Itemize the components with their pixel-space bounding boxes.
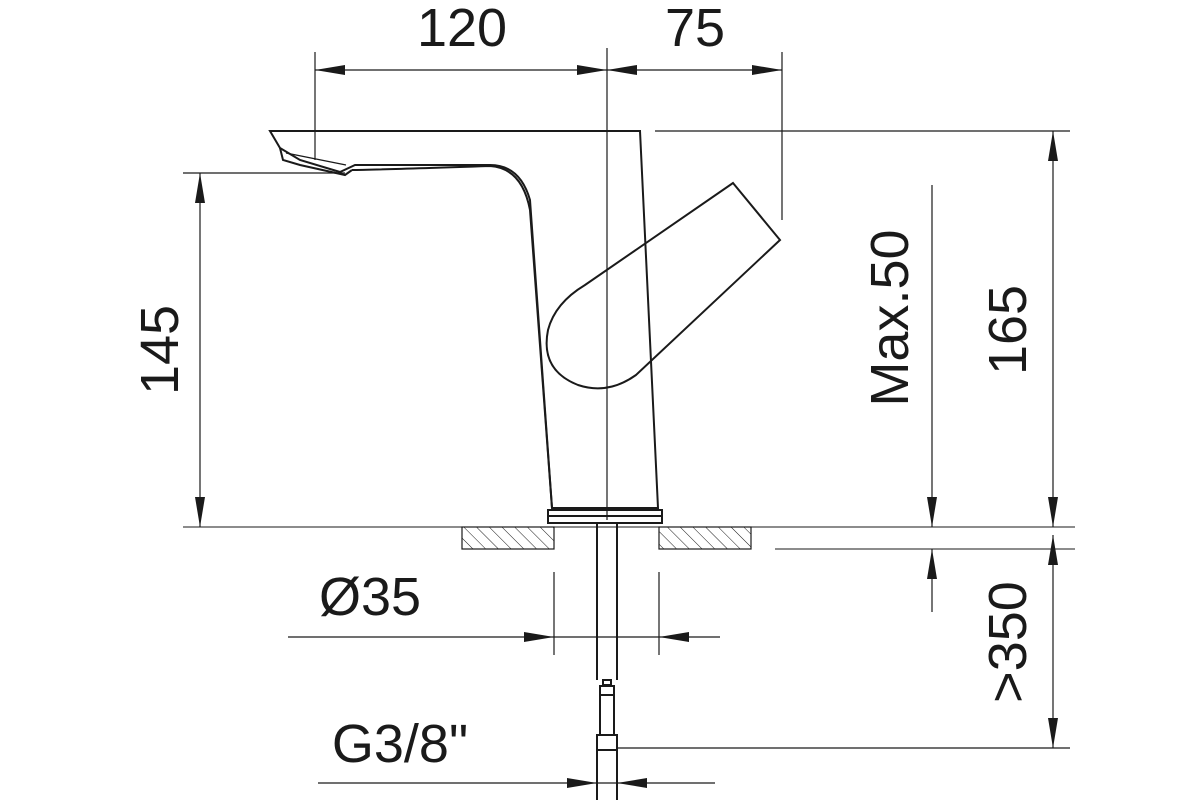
dimension-75-label: 75 [665, 0, 725, 58]
countertop-hatch-left [461, 526, 555, 550]
dimension-165-label: 165 [978, 285, 1038, 375]
countertop-hatch-right [658, 526, 752, 550]
dimension-thread: G3/8" [318, 714, 715, 788]
dimension-75: 75 [607, 0, 783, 220]
dimension-145: 145 [130, 172, 345, 527]
lever-handle [545, 181, 782, 390]
dimension-max50-label: Max.50 [860, 229, 920, 406]
dimension-120: 120 [314, 0, 607, 160]
dimension-350-label: >350 [978, 581, 1038, 703]
dimension-d35-label: Ø35 [319, 567, 421, 627]
dimension-max50: Max.50 [860, 185, 937, 612]
dimension-d35: Ø35 [288, 567, 720, 655]
shank-and-hose [596, 523, 618, 800]
dimension-350: >350 [617, 535, 1070, 749]
faucet-body [268, 130, 663, 524]
dimension-thread-label: G3/8" [332, 714, 468, 774]
dimension-120-label: 120 [417, 0, 507, 58]
dimension-145-label: 145 [130, 305, 190, 395]
dimension-165: 165 [655, 130, 1070, 527]
